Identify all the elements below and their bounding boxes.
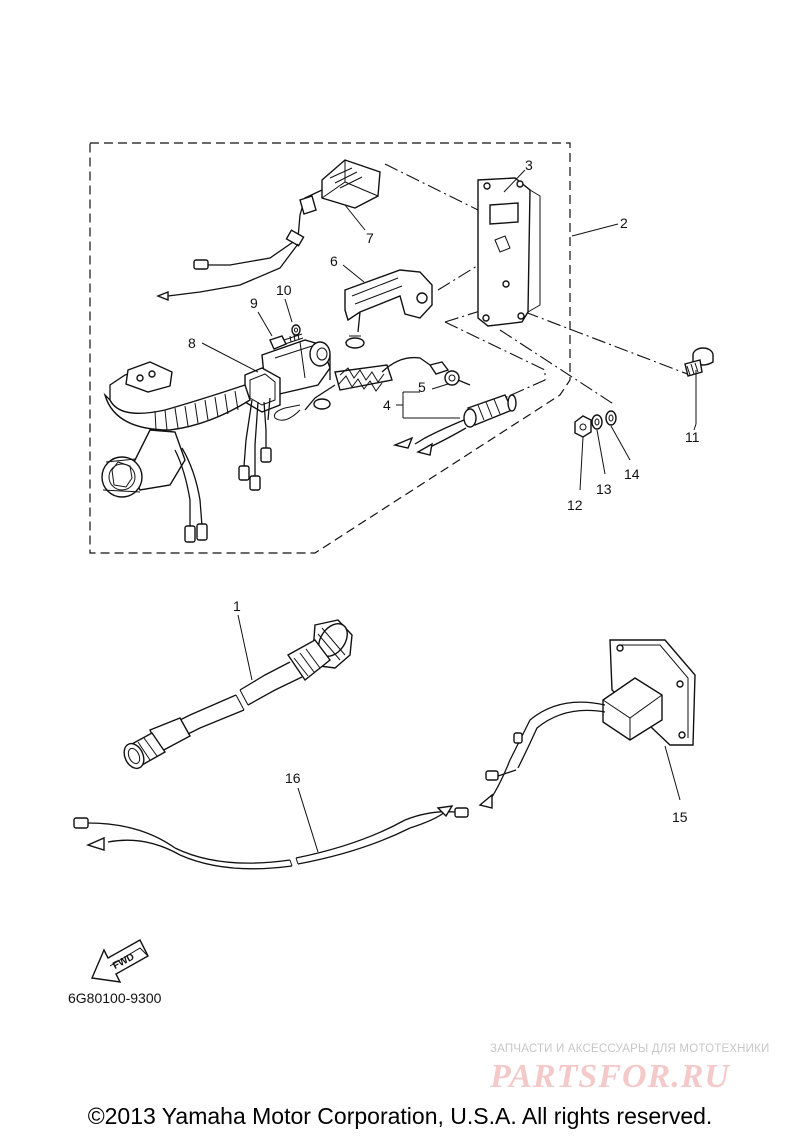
copyright-notice: ©2013 Yamaha Motor Corporation, U.S.A. A… (87, 1103, 713, 1129)
callout-9: 9 (250, 295, 258, 311)
leader-13 (596, 429, 606, 475)
callout-11: 11 (685, 429, 700, 445)
leader-12 (579, 436, 584, 491)
callout-6: 6 (330, 253, 338, 269)
leader-1 (237, 614, 253, 681)
watermark-logo: PARTSFOR.RU (490, 1058, 730, 1095)
washer (291, 324, 301, 336)
assembly-boundary (89, 142, 571, 554)
leader-7 (344, 204, 366, 231)
leader-10 (284, 298, 293, 323)
extension-cable (123, 619, 353, 770)
callout-10: 10 (276, 282, 292, 298)
watermark-tagline: ЗАПЧАСТИ И АКСЕССУАРЫ ДЛЯ МОТОТЕХНИКИ (490, 1043, 770, 1055)
callout-15: 15 (672, 809, 688, 825)
chain-line-7-3 (384, 163, 479, 211)
leader-6 (342, 264, 365, 283)
callout-4: 4 (383, 397, 391, 413)
callout-7: 7 (366, 230, 374, 246)
leader-4 (396, 391, 460, 419)
diagram-code: 6G80100-9300 (68, 990, 162, 1006)
spring-washer (591, 414, 603, 430)
nut (574, 415, 592, 438)
leader-2 (571, 223, 619, 237)
callout-8: 8 (188, 335, 196, 351)
stop-switch-harness (101, 339, 331, 543)
flat-washer (605, 410, 617, 426)
callout-13: 13 (596, 481, 612, 497)
callout-16: 16 (285, 770, 301, 786)
callout-5: 5 (418, 379, 426, 395)
wire-lead (73, 805, 469, 870)
leader-3 (503, 169, 526, 193)
chain-line-3-11 (524, 311, 691, 376)
fwd-arrow-icon: FWD (90, 939, 149, 983)
bracket (344, 269, 433, 349)
sensor-switch (392, 394, 517, 456)
leader-8 (201, 342, 259, 373)
callout-12: 12 (567, 497, 583, 513)
screw (269, 333, 304, 350)
switch-plate-assembly (478, 639, 696, 809)
callout-3: 3 (525, 157, 533, 173)
spring-lanyard (274, 355, 471, 421)
callout-1: 1 (233, 598, 241, 614)
leader-16 (297, 787, 319, 853)
leader-15 (664, 745, 681, 801)
leader-9 (257, 311, 273, 337)
leader-14 (610, 425, 631, 461)
mounting-plate (477, 177, 541, 327)
bolt (684, 347, 714, 424)
chain-line-4 (444, 321, 546, 401)
switch-connector (156, 159, 381, 302)
leader-5 (431, 383, 449, 390)
callout-2: 2 (620, 215, 628, 231)
chain-line-washers (499, 329, 616, 406)
leader-11 (693, 423, 697, 431)
callout-14: 14 (624, 466, 640, 482)
